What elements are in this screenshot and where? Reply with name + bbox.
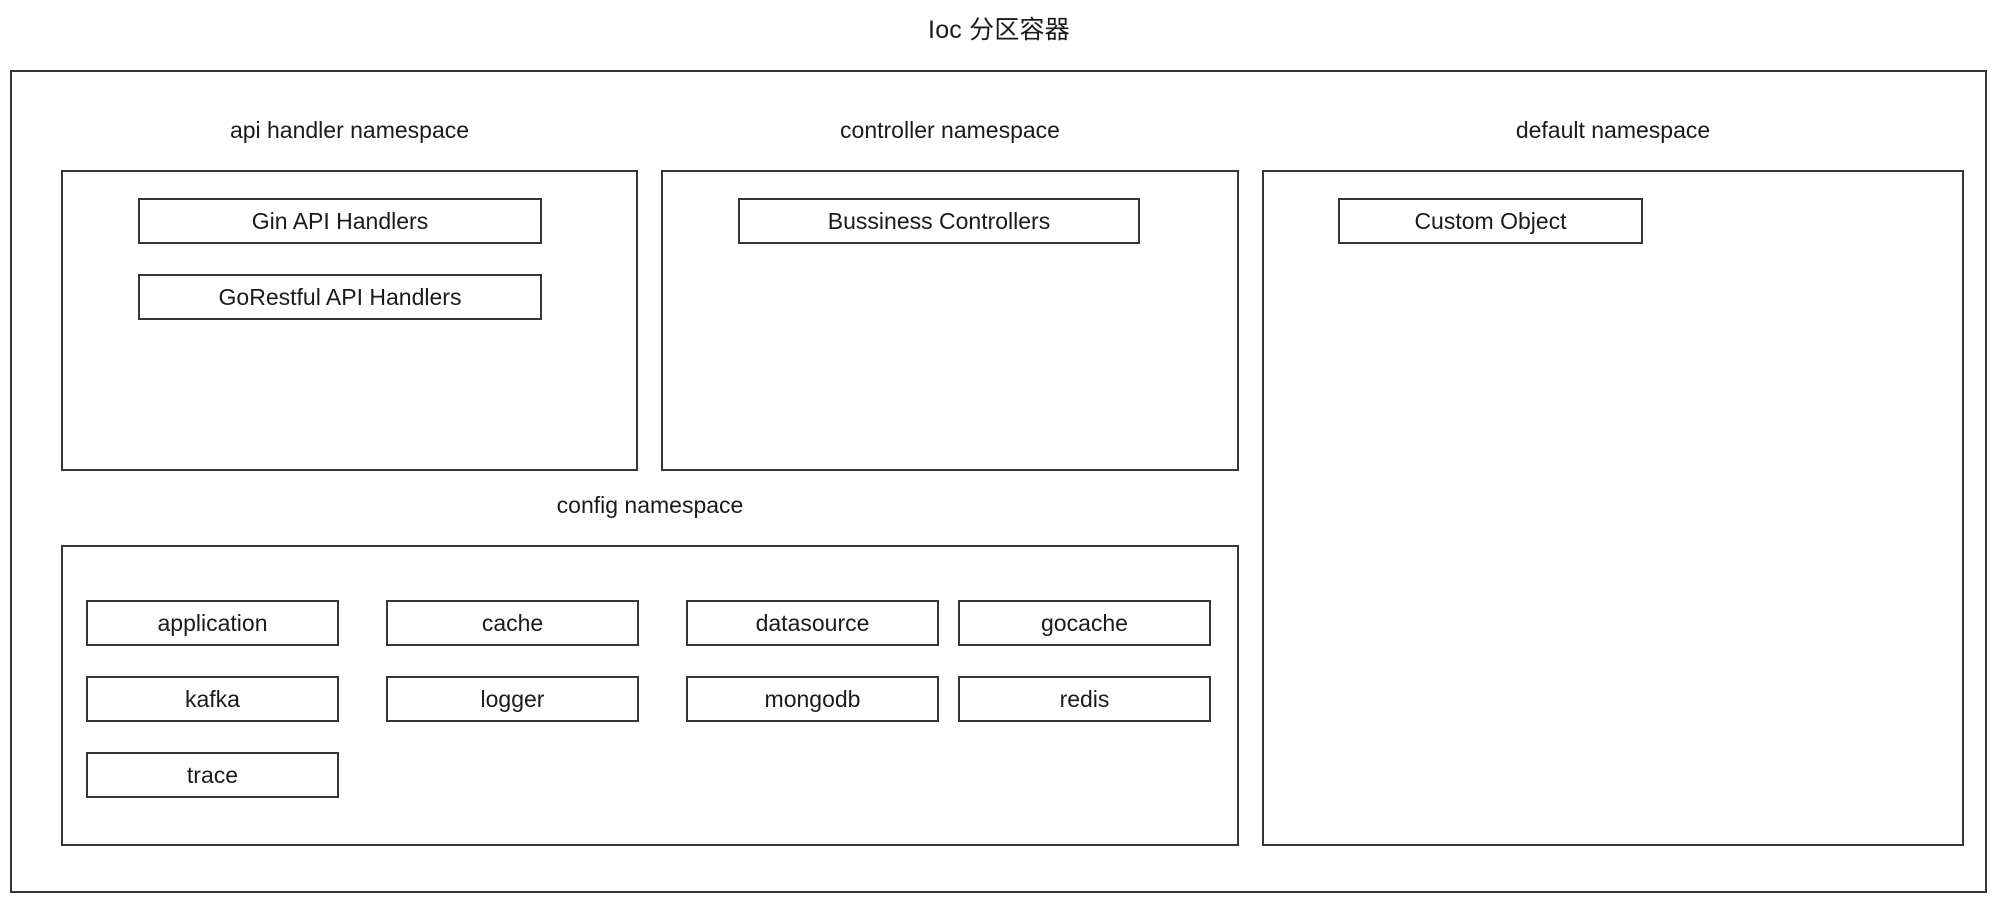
component-box-gin-api-handlers[interactable]: Gin API Handlers — [138, 198, 542, 244]
component-box-bussiness-controllers[interactable]: Bussiness Controllers — [738, 198, 1140, 244]
component-box-redis[interactable]: redis — [958, 676, 1211, 722]
component-box-gorestful-api-handlers[interactable]: GoRestful API Handlers — [138, 274, 542, 320]
component-box-application[interactable]: application — [86, 600, 339, 646]
component-box-logger[interactable]: logger — [386, 676, 639, 722]
diagram-title: Ioc 分区容器 — [928, 16, 1070, 44]
component-box-mongodb[interactable]: mongodb — [686, 676, 939, 722]
component-box-trace[interactable]: trace — [86, 752, 339, 798]
namespace-label-api-handler: api handler namespace — [229, 117, 470, 143]
component-box-datasource[interactable]: datasource — [686, 600, 939, 646]
component-box-gocache[interactable]: gocache — [958, 600, 1211, 646]
namespace-label-controller: controller namespace — [840, 117, 1060, 143]
namespace-label-default: default namespace — [1515, 117, 1711, 143]
namespace-box-default — [1262, 170, 1964, 846]
component-box-cache[interactable]: cache — [386, 600, 639, 646]
component-box-custom-object[interactable]: Custom Object — [1338, 198, 1643, 244]
namespace-label-config: config namespace — [556, 492, 744, 518]
component-box-kafka[interactable]: kafka — [86, 676, 339, 722]
